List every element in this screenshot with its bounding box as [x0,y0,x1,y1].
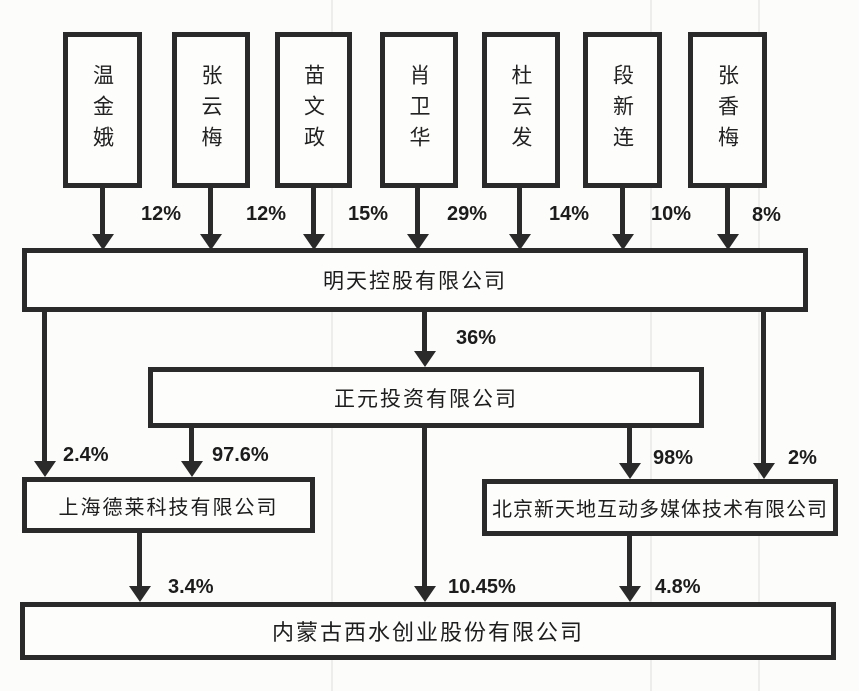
shareholder-name: 段新连 [610,63,635,157]
arrow-shareholder1-to-mingtian [100,188,105,234]
arrow-shareholder6-to-mingtian [620,188,625,234]
arrow-shareholder5-to-mingtian [517,188,522,234]
pct-label-xintiandi-xishui: 4.8% [655,576,701,598]
arrow-shareholder2-to-mingtian [208,188,213,234]
shareholder-box-duyunfa: 杜云发 [482,32,560,188]
arrow-shareholder4-to-mingtian [415,188,420,234]
shareholder-box-duanxinlian: 段新连 [583,32,662,188]
arrow-zhengyuan-to-delai [189,428,194,461]
arrow-zhengyuan-to-xishui [422,428,427,586]
company-name-neimenggu-xishui: 内蒙古西水创业股份有限公司 [271,620,584,645]
arrow-xintiandi-to-xishui [627,536,632,586]
arrow-mingtian-to-xintiandi [761,312,766,463]
company-name-mingtian: 明天控股有限公司 [323,269,507,293]
arrow-zhengyuan-to-xintiandi [627,428,632,463]
pct-label-shareholder3: 15% [348,203,389,225]
shareholder-box-xiaoweihua: 肖卫华 [380,32,458,188]
shareholder-name: 温金娥 [90,63,115,157]
shareholder-box-wenjine: 温金娥 [63,32,142,188]
company-name-zhengyuan: 正元投资有限公司 [334,386,518,411]
shareholder-name: 苗文政 [301,63,326,157]
company-box-neimenggu-xishui: 内蒙古西水创业股份有限公司 [20,602,836,660]
pct-label-shareholder7: 8% [752,204,781,226]
pct-label-shareholder1: 12% [141,203,182,225]
shareholder-box-zhangyunmei: 张云梅 [172,32,250,188]
pct-label-zhengyuan-delai: 97.6% [212,444,269,466]
company-name-shanghai-delai: 上海德莱科技有限公司 [58,496,279,519]
shareholder-name: 杜云发 [509,63,533,157]
pct-label-mingtian-delai: 2.4% [63,444,109,466]
company-box-zhengyuan-investment: 正元投资有限公司 [148,367,704,428]
arrow-mingtian-to-zhengyuan [422,312,427,351]
shareholder-box-miaowenzheng: 苗文政 [275,32,352,188]
pct-label-shareholder2: 12% [246,203,287,225]
company-box-mingtian-holdings: 明天控股有限公司 [22,248,808,312]
pct-label-shareholder6: 10% [651,203,692,225]
pct-label-delai-xishui: 3.4% [168,576,214,598]
pct-label-mingtian-xintiandi: 2% [788,447,817,469]
shareholder-box-zhangxiangmei: 张香梅 [688,32,767,188]
arrow-shareholder7-to-mingtian [725,188,730,234]
shareholder-name: 张香梅 [715,63,740,157]
company-name-beijing-xintiandi: 北京新天地互动多媒体技术有限公司 [492,499,828,521]
arrow-mingtian-to-delai [42,312,47,461]
pct-label-zhengyuan-xintiandi: 98% [653,447,694,469]
shareholder-name: 张云梅 [199,63,223,157]
pct-label-shareholder5: 14% [549,203,590,225]
pct-label-shareholder4: 29% [447,203,488,225]
company-box-beijing-xintiandi: 北京新天地互动多媒体技术有限公司 [482,479,838,536]
pct-label-zhengyuan-xishui: 10.45% [448,576,516,598]
pct-label-mingtian-zhengyuan: 36% [456,327,497,349]
arrow-delai-to-xishui [137,533,142,586]
arrow-shareholder3-to-mingtian [311,188,316,234]
company-box-shanghai-delai: 上海德莱科技有限公司 [22,477,315,533]
shareholder-name: 肖卫华 [407,63,431,157]
